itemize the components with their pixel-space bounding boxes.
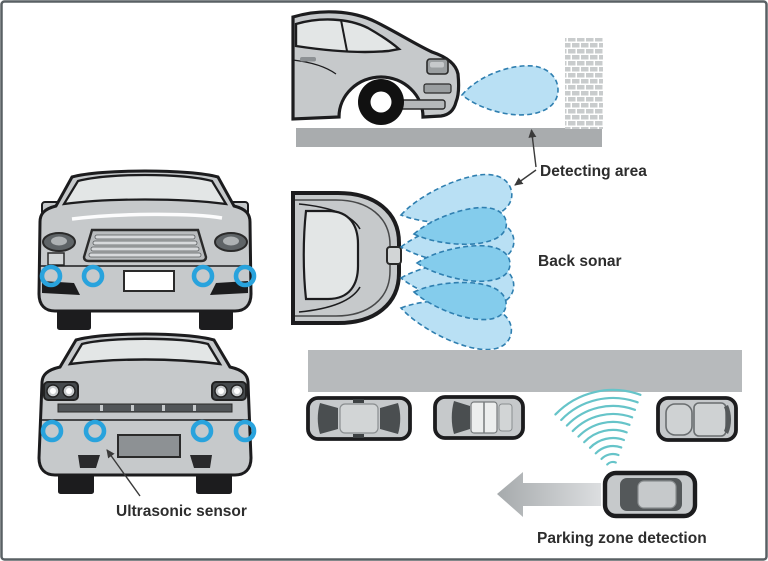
- exhaust-trim-right: [190, 455, 212, 468]
- sensor-ring-icon: [233, 264, 257, 288]
- windshield: [61, 173, 229, 206]
- license-plate-rear: [117, 434, 181, 458]
- door-seam: [292, 59, 337, 75]
- parking-zone-label: Parking zone detection: [537, 530, 707, 547]
- license-plate-front: [123, 270, 175, 292]
- trunk-trim-strip: [57, 403, 233, 413]
- reverse-direction-arrow-icon: [497, 472, 601, 517]
- side-view-scene: [291, 10, 603, 147]
- road-ground: [296, 128, 602, 147]
- parking-scene: Parking zone detection: [306, 350, 742, 547]
- detecting-area-label: Detecting area: [540, 163, 647, 180]
- detecting-area-arrow-lower: [514, 169, 537, 186]
- front-grille: [82, 228, 208, 263]
- tail-lamp-right: [211, 381, 247, 401]
- fog-lamp-left: [47, 252, 65, 266]
- sensor-ring-icon: [39, 264, 63, 288]
- parked-car-2: [433, 395, 525, 440]
- exhaust-trim-left: [78, 455, 100, 468]
- front-wheel-left: [57, 308, 91, 330]
- sensor-ring-icon: [81, 264, 105, 288]
- ultrasonic-sensor-label: Ultrasonic sensor: [116, 503, 247, 520]
- rear-wheel-left: [58, 472, 94, 494]
- wheel-hub: [370, 91, 392, 113]
- back-sonar-label: Back sonar: [538, 253, 622, 270]
- detecting-area-arrow-upper: [528, 129, 537, 168]
- rear-bumper-step: [423, 83, 452, 94]
- rear-window-top: [302, 209, 360, 301]
- c-pillar-right: [298, 286, 361, 313]
- door-handle: [300, 57, 316, 62]
- detecting-area-annotation: Detecting area: [514, 129, 647, 186]
- sonar-transmitter: [386, 246, 402, 265]
- back-sonar-scene: Back sonar: [291, 167, 622, 357]
- rear-view-car: [37, 332, 257, 494]
- sensor-ring-icon: [233, 419, 257, 443]
- tail-lamp-left: [43, 381, 79, 401]
- brick-wall: [565, 38, 603, 129]
- hood-highlight: [71, 212, 223, 221]
- headlight-right-lens: [223, 236, 239, 246]
- sensor-ring-icon: [40, 419, 64, 443]
- parked-car-1: [306, 396, 412, 441]
- parking-curb: [308, 350, 742, 392]
- back-sonar-car: [291, 191, 402, 325]
- rear-wheel-right: [196, 472, 232, 494]
- rear-window: [67, 337, 223, 366]
- tail-light-inner: [430, 62, 444, 68]
- sensor-ring-icon: [190, 419, 214, 443]
- front-wheel-right: [199, 308, 233, 330]
- detecting-beam: [460, 65, 559, 116]
- sensor-ring-icon: [83, 419, 107, 443]
- front-view-car: [37, 169, 257, 330]
- ultrasonic-sensor-arrow: [106, 449, 141, 497]
- side-window: [294, 18, 402, 54]
- headlight-left-lens: [51, 236, 67, 246]
- side-view-car: [291, 10, 461, 125]
- b-pillar: [340, 19, 348, 52]
- reversing-car: [602, 470, 698, 519]
- parked-car-3: [656, 396, 738, 442]
- ultrasonic-sensor-annotation: Ultrasonic sensor: [106, 449, 247, 520]
- sensor-ring-icon: [191, 264, 215, 288]
- sonar-wave-arcs: [554, 388, 642, 466]
